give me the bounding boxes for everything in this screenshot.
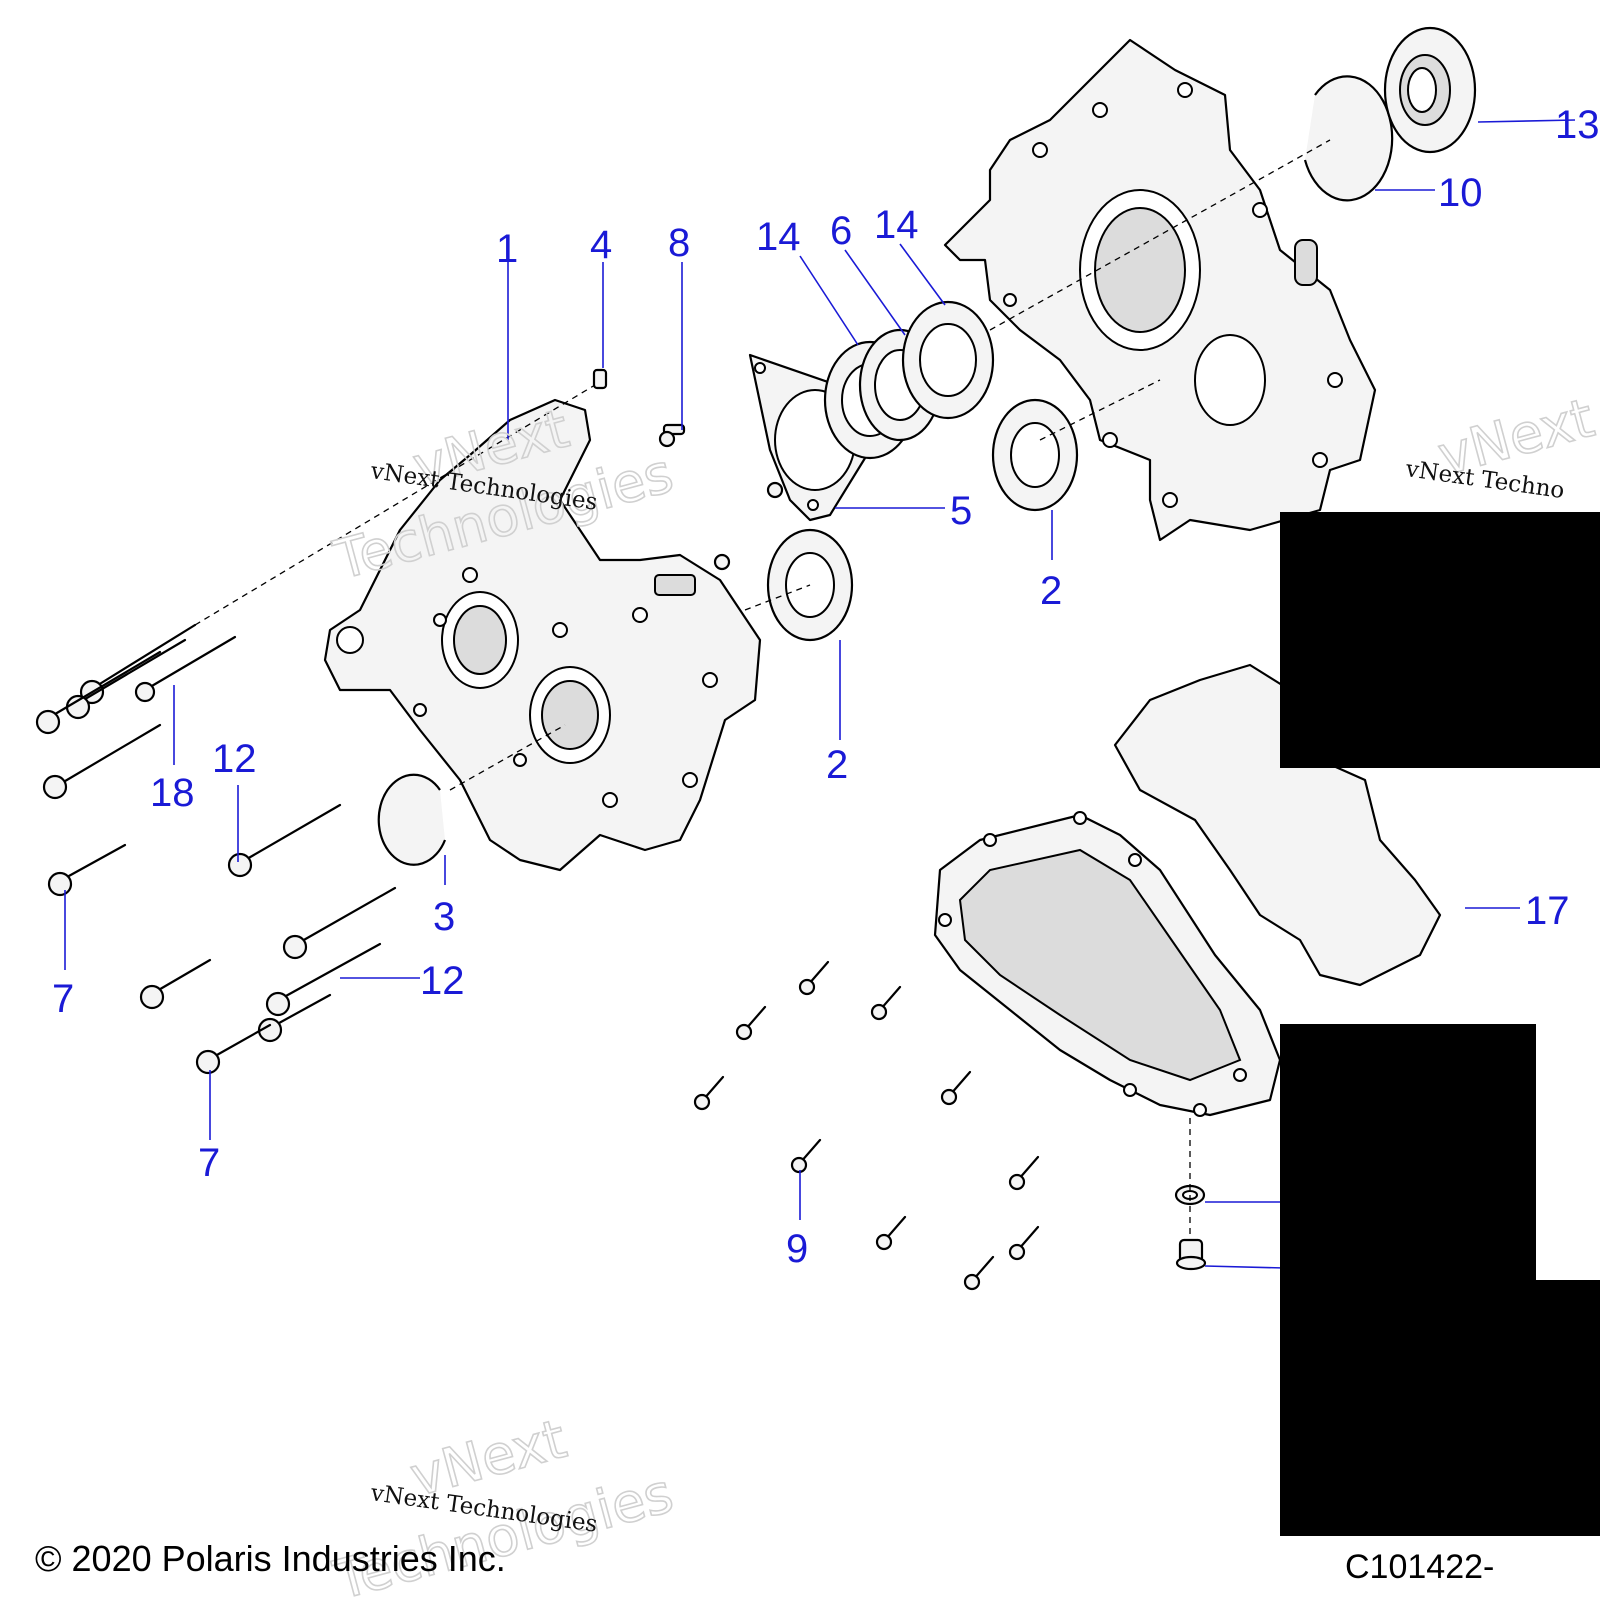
screw-8 — [658, 423, 784, 571]
callout-10: 10 — [1438, 171, 1483, 215]
circlip-10 — [1303, 75, 1394, 202]
callout-9: 9 — [786, 1227, 808, 1271]
circlip-3 — [377, 773, 447, 866]
callout-12-upper: 12 — [212, 737, 257, 781]
bearing-stack — [823, 300, 995, 460]
callout-12-lower: 12 — [420, 959, 465, 1003]
callout-18: 18 — [150, 771, 195, 815]
assembly-lines — [194, 139, 1331, 1240]
leader-lines — [64, 119, 1576, 1269]
dowel-pin-4 — [592, 368, 608, 390]
bearing-2-upper — [991, 398, 1079, 512]
callout-1: 1 — [496, 227, 518, 271]
callout-6: 6 — [830, 209, 852, 253]
callout-labels: 1 4 8 14 6 14 13 10 5 2 2 18 12 3 7 12 7… — [52, 103, 1600, 1271]
redaction-block-upper — [1280, 512, 1600, 768]
callout-7-upper: 7 — [52, 977, 74, 1021]
oil-pan — [933, 811, 1282, 1117]
diagram-code: C101422- — [1345, 1548, 1495, 1586]
callout-2-lower: 2 — [826, 743, 848, 787]
oil-seal-13 — [1383, 26, 1477, 154]
crankcase-left-half — [323, 398, 762, 872]
bolt-group-left — [35, 623, 397, 1075]
callout-8: 8 — [668, 221, 690, 265]
redaction-block-middle — [1280, 1024, 1536, 1280]
callout-3: 3 — [433, 895, 455, 939]
callout-13: 13 — [1555, 103, 1600, 147]
oil-pan-gasket-17 — [1113, 663, 1442, 987]
callout-2-upper: 2 — [1040, 569, 1062, 613]
callout-4: 4 — [590, 223, 612, 267]
callout-14-right: 14 — [874, 203, 919, 247]
redaction-block-lower — [1280, 1280, 1600, 1536]
copyright-notice: © 2020 Polaris Industries Inc. — [35, 1538, 506, 1579]
callout-17: 17 — [1525, 889, 1570, 933]
callout-7-lower: 7 — [198, 1141, 220, 1185]
drain-plug — [1175, 1238, 1207, 1271]
screw-group-9 — [693, 960, 1040, 1291]
crankcase-right-half — [943, 38, 1377, 542]
callout-5: 5 — [950, 489, 972, 533]
callout-14-left: 14 — [756, 215, 801, 259]
